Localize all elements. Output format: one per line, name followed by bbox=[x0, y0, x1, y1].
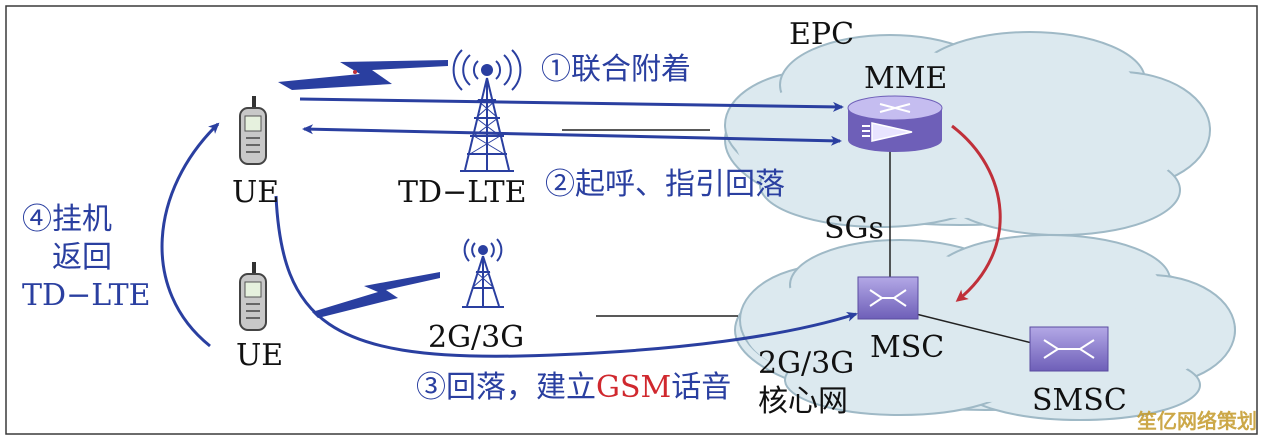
step3-text-post: 话音 bbox=[671, 370, 732, 405]
td-lte-tower-icon bbox=[452, 49, 522, 172]
step4-line2: 返回 bbox=[52, 240, 112, 275]
core-network-line1: 2G/3G bbox=[758, 346, 855, 381]
lte-lightning-signal-icon bbox=[278, 60, 448, 90]
mme-label: MME bbox=[864, 61, 948, 96]
ue-bottom-label: UE bbox=[236, 338, 284, 373]
2g3g-tower-label: 2G/3G bbox=[428, 320, 525, 355]
step3-fallback: ③回落，建立GSM话音 bbox=[416, 373, 731, 403]
msc-switch-icon bbox=[857, 276, 919, 320]
sgs-label: SGs bbox=[824, 211, 884, 246]
smsc-switch-icon bbox=[1029, 326, 1109, 372]
frame-border bbox=[5, 5, 1258, 435]
2g3g-tower-icon bbox=[462, 238, 504, 308]
td-lte-tower-label: TD−LTE bbox=[398, 175, 527, 210]
step3-gsm: GSM bbox=[596, 370, 672, 405]
mme-to-msc-red-arrow bbox=[951, 124, 1002, 302]
2g3g-lightning-signal-icon bbox=[312, 272, 440, 318]
mme-router-icon bbox=[847, 95, 943, 152]
core-network-line2: 核心网 bbox=[758, 384, 848, 419]
ue-bottom-phone-icon bbox=[239, 262, 267, 331]
combined-attach-arrow bbox=[299, 97, 844, 112]
return-td-lte-arrow bbox=[160, 122, 220, 348]
step4-line3: TD−LTE bbox=[22, 278, 151, 313]
epc-cloud-icon bbox=[724, 31, 1211, 236]
call-redirect-arrow bbox=[302, 124, 842, 146]
msc-label: MSC bbox=[870, 330, 945, 365]
step4-line1: ④挂机 bbox=[22, 202, 112, 237]
fallback-gsm-arrow bbox=[274, 195, 858, 358]
step1-combined-attach: ①联合附着 bbox=[541, 52, 691, 87]
ue-top-label: UE bbox=[232, 175, 280, 210]
smsc-label: SMSC bbox=[1032, 383, 1127, 418]
watermark-logo: 笙亿网络策划 bbox=[1137, 409, 1257, 433]
step2-call-redirect: ②起呼、指引回落 bbox=[545, 167, 785, 202]
step3-text-pre: ③回落，建立 bbox=[416, 370, 596, 405]
ue-top-phone-icon bbox=[239, 96, 267, 165]
epc-label: EPC bbox=[789, 17, 855, 52]
